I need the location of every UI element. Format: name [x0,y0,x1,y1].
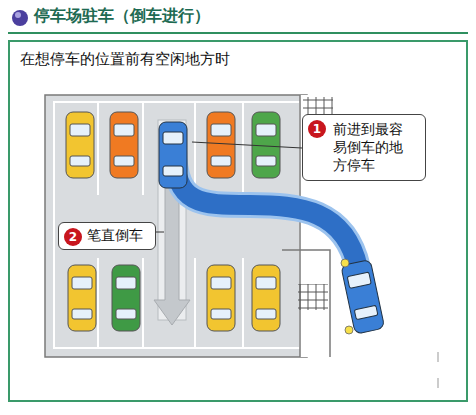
callout-box: 笔直倒车2 [58,222,156,250]
hatch [303,97,333,115]
panel-heading: 在想停车的位置前有空闲地方时 [10,42,466,77]
road-edge [282,250,330,357]
page-title: 停车场驻车（倒车进行） [34,6,210,27]
panel-frame: 在想停车的位置前有空闲地方时前进到最容易倒车的地方停车1 笔直倒车2 [8,40,468,402]
blue-car-slot [159,122,187,188]
callout-box: 前进到最容易倒车的地方停车1 [302,114,426,181]
header-dot-shine [15,12,21,18]
header-rule [8,32,468,34]
blue-car-road [341,259,385,334]
lamp-flash [341,259,353,334]
corner-marks [438,352,439,388]
header-dot [12,10,28,26]
road-edge [299,95,301,250]
callout-number: 1 [308,120,326,138]
lot-line [54,102,300,348]
callout-number: 2 [64,228,82,246]
lot-ground [45,95,307,357]
leader-line [192,142,302,148]
hatch [298,284,328,310]
